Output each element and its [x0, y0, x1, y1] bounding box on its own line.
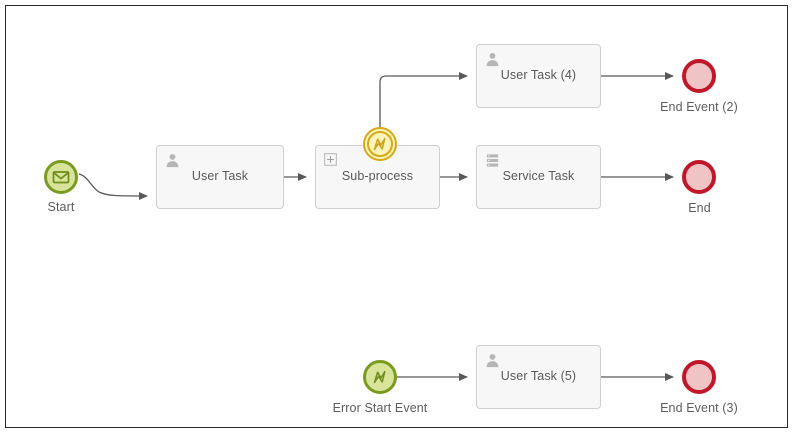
end-event-2[interactable] [682, 59, 716, 93]
service-task-node[interactable]: Service Task [476, 145, 601, 209]
start-event-label: Start [47, 200, 75, 214]
start-event[interactable] [44, 160, 78, 194]
user-task-5-node[interactable]: User Task (5) [476, 345, 601, 409]
user-task-4-label: User Task (4) [500, 68, 577, 83]
flow-start-to-user-task [78, 173, 148, 200]
plus-box-marker-icon [324, 153, 337, 166]
error-start-event[interactable] [363, 360, 397, 394]
error-boundary-event[interactable] [363, 127, 397, 161]
user-task-4-node[interactable]: User Task (4) [476, 44, 601, 108]
bpmn-diagram[interactable]: Start User Task Sub-process [6, 6, 787, 427]
connector-layer [78, 72, 674, 381]
user-task-node[interactable]: User Task [156, 145, 284, 209]
user-icon [486, 52, 499, 67]
sub-process-label: Sub-process [341, 169, 414, 184]
user-task-5-label: User Task (5) [500, 369, 577, 384]
user-icon [486, 353, 499, 368]
service-task-label: Service Task [502, 169, 575, 184]
end-event[interactable] [682, 160, 716, 194]
end-event-2-label: End Event (2) [660, 100, 738, 114]
end-event-label: End [688, 201, 711, 215]
user-task-label: User Task [191, 169, 249, 184]
end-event-3-label: End Event (3) [660, 401, 738, 415]
envelope-icon [52, 171, 70, 184]
service-bars-icon [486, 154, 499, 167]
error-bolt-icon [373, 137, 386, 151]
user-icon [166, 153, 179, 168]
error-start-event-label: Error Start Event [332, 401, 428, 415]
flow-boundary-to-user-task-4 [379, 72, 468, 127]
error-bolt-icon [373, 370, 386, 384]
diagram-canvas-frame: Start User Task Sub-process [5, 5, 788, 428]
end-event-3[interactable] [682, 360, 716, 394]
